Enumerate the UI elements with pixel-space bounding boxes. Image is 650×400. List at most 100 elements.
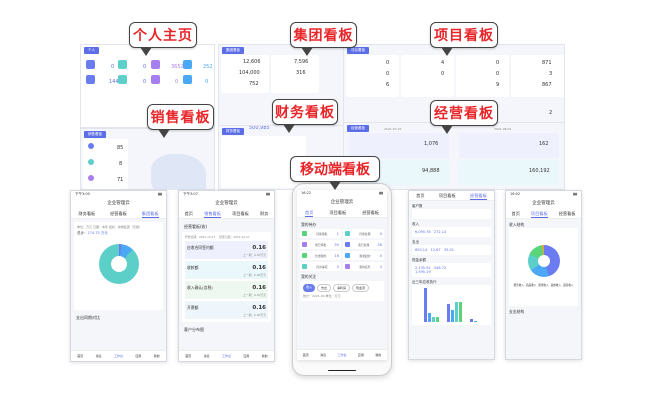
tab-active[interactable]: 集团看板 [141,211,159,218]
value: 2,135.91 [415,266,431,270]
nav-home[interactable]: 首页 [77,354,84,358]
metric-prev: 上一期：0.00万元 [242,253,266,257]
tab[interactable]: 经营看板 [362,210,379,215]
nav-me[interactable]: 我的 [153,354,160,358]
tab-active[interactable]: 销售看板 [204,211,221,218]
legend-item: 租金收入 [538,284,549,287]
stat: 71 [117,177,124,183]
todo-count: 4 [379,264,382,269]
project-tag: 项目看板 [347,47,369,54]
section-title: 客户数 [412,204,423,208]
todo-icon [86,60,95,69]
section-title: 客户分布图 [184,327,204,332]
todo-icon [183,75,192,84]
nav-messages[interactable]: 消息 [95,354,102,358]
end-date[interactable]: 结束日期：2021-12-27 [219,235,250,239]
chip-profit[interactable]: 净利润 [333,284,351,292]
operating-dashboard-screenshot: 经营看板 2021-07-01 2021-08-01 1,076 94,888 … [343,122,565,190]
todo-icon [118,75,127,84]
total-label: 总计： [77,231,88,235]
todo-count: 0 [336,264,339,269]
tab[interactable]: 首页 [511,211,520,216]
section-title: 我的待办 [301,222,317,227]
tab[interactable]: 项目看板 [329,210,347,215]
nav-me[interactable]: 我的 [375,353,382,357]
nav-messages[interactable]: 消息 [203,354,210,358]
tab[interactable]: 项目看板 [232,211,249,216]
tab-active[interactable]: 首页 [305,210,314,217]
chip-income[interactable]: 收入 [303,284,316,292]
value: 316 [296,70,306,76]
todo-icon [302,264,307,269]
todo-label: 待我审批 [316,231,328,236]
finance-tag: 财务看板 [222,128,244,135]
callout-finance-dashboard: 财务看板 [272,99,338,133]
tab[interactable]: 首页 [416,193,425,198]
nav-apps[interactable]: 应用 [243,354,250,358]
callout-personal-home: 个人主页 [129,22,197,56]
value: 12,606 [243,59,261,65]
tab[interactable]: 财务 [260,211,269,216]
chip-cashflow[interactable]: 现金流 [352,284,370,292]
nav-home[interactable]: 首页 [185,354,192,358]
metric-label: 收款额 [187,265,199,270]
todo-icon [118,60,127,69]
value: 0 [496,71,500,77]
metric-label: 开票额 [187,305,199,310]
count: 0 [175,79,179,85]
nav-me[interactable]: 我的 [261,354,268,358]
section-title: 支出 [412,240,419,244]
chip-expense[interactable]: 支出 [317,284,332,292]
todo-icon [302,231,307,236]
todo-label: 我发起的 [359,253,371,258]
legend-item: 其他收入 [550,284,562,287]
value: 871 [542,60,552,66]
tab-active[interactable]: 经营看板 [470,193,487,200]
value: 104,000 [239,70,260,76]
tab-active[interactable]: 项目看板 [530,211,548,218]
value: 850.14 [415,248,428,252]
legend-item: 服务收入 [513,284,524,287]
nav-workbench[interactable]: 工作台 [221,354,231,358]
nav-apps[interactable]: 应用 [357,353,364,357]
phone-project-dashboard: 16:02▮▮ 企业管理云 首页项目看板经营看板 收入结构 服务收入商品收入租金… [505,190,582,360]
phone-sales-dashboard: 下午3:07▮▮ 企业管理云 首页销售看板项目看板财务 经营看板(收) 开始日期… [178,190,275,362]
nav-home[interactable]: 首页 [302,353,309,357]
section-title: 经营看板(收) [184,224,208,229]
todo-label: 我已处理 [358,242,370,247]
nav-messages[interactable]: 消息 [320,353,327,357]
nav-workbench[interactable]: 工作台 [337,353,347,357]
nav-apps[interactable]: 应用 [135,354,142,358]
app-title: 企业管理云 [71,199,166,209]
value: 9 [496,82,500,88]
value: 752 [249,81,259,87]
value: 12.67 [430,248,441,252]
section-title: 近三年应收执行 [412,280,437,284]
personal-tag: 个人 [84,47,99,54]
todo-icon [86,75,95,84]
tab[interactable]: 财务看板 [78,211,96,216]
tab[interactable]: 首页 [184,211,193,216]
start-date[interactable]: 开始日期：2021-10-27 [185,235,216,239]
callout-operating-dashboard: 经营看板 [430,100,498,134]
metric-prev: 上一期：0.00万元 [242,313,266,317]
count: 252 [203,64,213,70]
section-title: 支出结构 [509,309,525,314]
tab[interactable]: 经营看板 [558,211,576,216]
value: 867 [542,82,552,88]
tab[interactable]: 项目看板 [438,193,456,198]
section-title: 收入结构 [509,222,525,227]
tab[interactable]: 经营看板 [110,211,127,216]
nav-workbench[interactable]: 工作台 [113,354,123,358]
status-time: 下午3:07 [183,192,198,196]
status-time: 16:22 [301,191,312,195]
todo-icon [302,242,307,247]
